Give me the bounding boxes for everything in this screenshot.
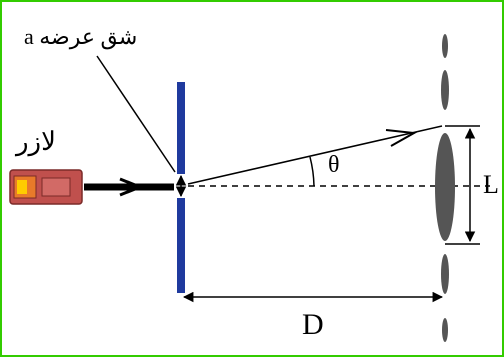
slit-pointer-line — [96, 55, 176, 173]
slit-label: شق عرضه a — [24, 24, 138, 49]
diffracted-ray — [187, 125, 443, 185]
angle-arc — [309, 156, 315, 187]
fringe-upper — [441, 70, 449, 110]
slit-barrier-top — [177, 82, 185, 174]
ray-direction-arrow — [385, 129, 418, 147]
fringe-central-maximum — [435, 133, 455, 241]
fringe-bottom-small — [442, 318, 448, 342]
laser-source — [9, 169, 83, 205]
fringe-lower — [441, 254, 449, 294]
fringe-top-small — [442, 34, 448, 58]
angle-label: θ — [328, 152, 340, 178]
width-label: L — [483, 170, 499, 199]
fringe-pattern — [435, 34, 455, 342]
slit-barrier-bottom — [177, 198, 185, 293]
laser-segment — [41, 177, 71, 197]
laser-label: لازر — [16, 127, 56, 156]
laser-core — [17, 180, 27, 194]
distance-label: D — [302, 308, 324, 341]
beam-direction-arrow — [119, 177, 145, 197]
